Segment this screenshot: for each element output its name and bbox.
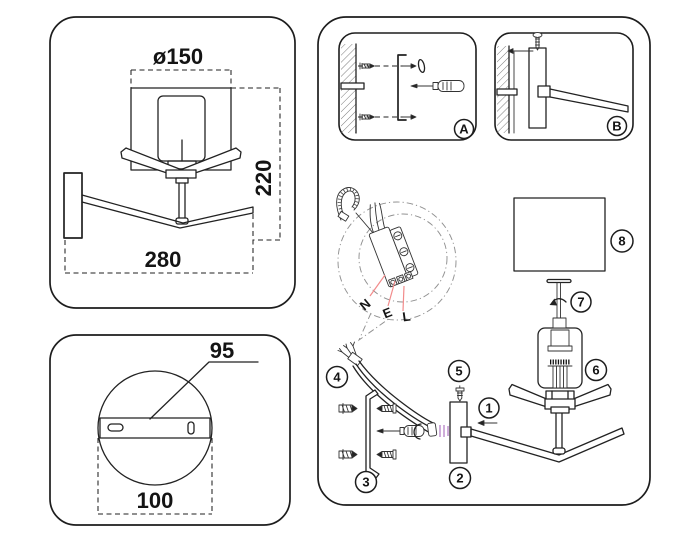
part-7-label: 7 — [577, 295, 584, 310]
wall-bar-a — [340, 82, 365, 90]
insert-arrow — [477, 420, 498, 426]
lamp-holder-front — [120, 147, 242, 225]
panel-base-view: 95 100 — [49, 334, 291, 526]
panel-front-view-border — [49, 16, 296, 309]
mounting-bracket — [365, 389, 380, 479]
wall-bar-b — [496, 88, 518, 96]
rotate-arrow-icon — [549, 298, 567, 306]
part-bracket-fixings: 3 — [338, 389, 425, 494]
part-6-badge — [584, 358, 608, 382]
wire-tips — [439, 425, 449, 437]
dim-base-label: 100 — [137, 488, 174, 513]
dim-plate-leader — [149, 361, 259, 420]
panel-assembly: A B — [317, 16, 651, 506]
dim-height-lines — [231, 87, 281, 273]
step-b-label: B — [612, 119, 621, 134]
shade-box — [513, 197, 606, 272]
part-finial-rod: 7 — [546, 278, 592, 319]
part-3-label: 3 — [362, 475, 369, 490]
part-wire-harness: 4 — [325, 341, 449, 437]
screw-1 — [376, 403, 397, 414]
part-3-badge — [354, 470, 378, 494]
part-4-label: 4 — [333, 370, 341, 385]
screw-glyph-b — [532, 32, 543, 51]
step-b: B — [494, 32, 634, 141]
arrow-a2 — [402, 114, 417, 120]
wiring-callout: N E L — [336, 187, 457, 342]
step-b-badge — [606, 115, 628, 137]
screw-2 — [376, 449, 397, 460]
arm-b — [549, 88, 629, 113]
part-1-label: 1 — [485, 401, 492, 416]
dim-plate-label: 95 — [210, 338, 234, 363]
wire-leader-lines — [369, 274, 405, 312]
cable-clamp-icon — [413, 423, 422, 440]
part-back-plate: 2 — [448, 401, 472, 490]
part-shade: 8 — [513, 197, 634, 272]
wire-end-connector — [427, 422, 438, 437]
safety-hook-icon — [336, 187, 386, 248]
dim-width-label: 280 — [145, 247, 182, 272]
wall-plate-front — [63, 172, 83, 239]
part-2-badge — [448, 466, 472, 490]
part-4-badge — [325, 365, 349, 389]
spade-terminals-icon — [337, 341, 363, 367]
bracket-side-view — [397, 54, 407, 121]
part-socket-housing: 6 — [537, 317, 608, 389]
step-a-badge — [453, 118, 475, 140]
part-5-label: 5 — [455, 364, 462, 379]
arm-assembly — [470, 383, 625, 463]
dim-height-label: 220 — [251, 160, 276, 197]
part-2-label: 2 — [456, 471, 463, 486]
dim-base-lines — [97, 438, 213, 515]
part-7-badge — [570, 291, 592, 313]
screwdriver-icon-a — [410, 80, 465, 92]
arrow-b — [507, 48, 534, 54]
part-8-label: 8 — [618, 234, 625, 249]
stem-collar — [552, 317, 567, 329]
part-arm-insert: 1 — [477, 397, 500, 426]
wire-label-live: L — [401, 309, 411, 325]
dim-diameter-label: ø150 — [153, 44, 203, 69]
lamp-arm — [470, 427, 625, 463]
mounting-bar — [99, 417, 211, 439]
part-1-badge — [478, 397, 500, 419]
panel-front-view: ø150 — [49, 16, 296, 309]
arrow-a1 — [402, 63, 417, 69]
base-circle — [97, 370, 213, 486]
step-a-label: A — [459, 122, 469, 137]
step-a: A — [338, 32, 477, 141]
wall-anchor-1 — [338, 403, 358, 414]
dim-width-lines — [64, 240, 253, 274]
arm-junction-b — [537, 85, 551, 98]
stem — [555, 411, 563, 450]
finial-cap — [546, 278, 572, 284]
dim-diameter-lines — [130, 69, 232, 88]
tiny-screw-icon — [455, 385, 465, 402]
part-8-badge — [610, 229, 634, 253]
arm-junction — [460, 426, 472, 438]
part-6-label: 6 — [592, 363, 599, 378]
washer-icon — [417, 58, 426, 74]
wall-anchor-2 — [338, 449, 358, 460]
lamp-arm-front — [81, 194, 254, 229]
part-5-badge — [447, 359, 471, 383]
screw-glyph-a1 — [359, 62, 375, 70]
holder-collar — [550, 406, 570, 414]
callout-bubble — [337, 201, 457, 321]
part-small-screw: 5 — [447, 359, 471, 402]
screw-glyph-a2 — [359, 113, 375, 121]
